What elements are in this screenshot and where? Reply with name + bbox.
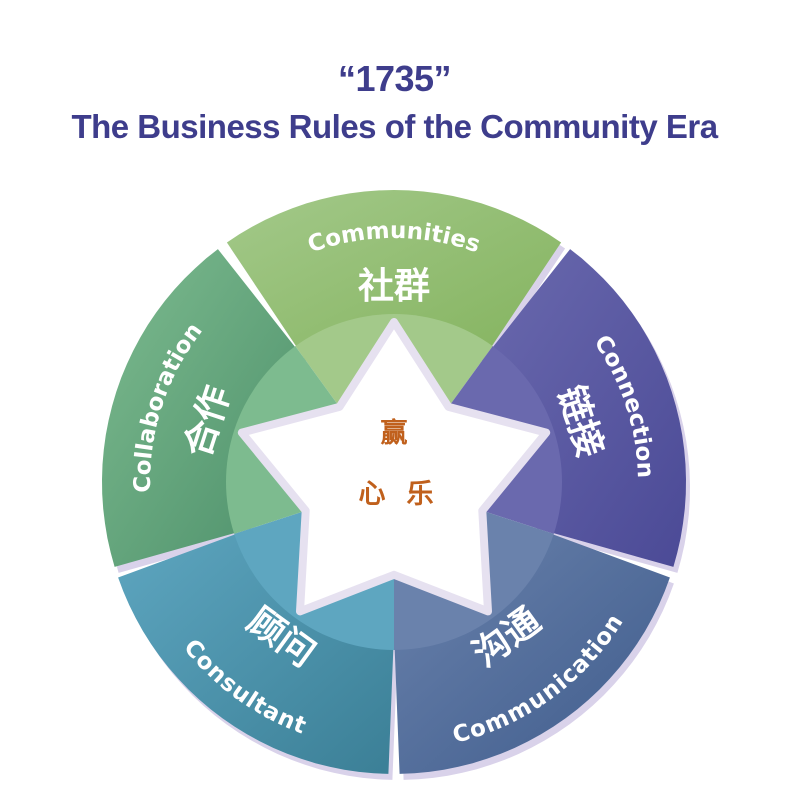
center-label-right: 乐 [407,479,434,510]
segment-communities [226,190,562,361]
title-line-2: The Business Rules of the Community Era [71,108,718,145]
segment-collaboration [102,249,306,567]
segment-connection [482,249,686,567]
center-label-top: 赢 [381,417,408,449]
center-label-left: 心 [359,479,386,510]
center-star [237,318,551,616]
segment-label-zh-communities: 社群 [358,266,430,307]
segment-communication [394,528,670,774]
title-line-1: “1735” [337,58,452,99]
segment-consultant [118,528,394,774]
